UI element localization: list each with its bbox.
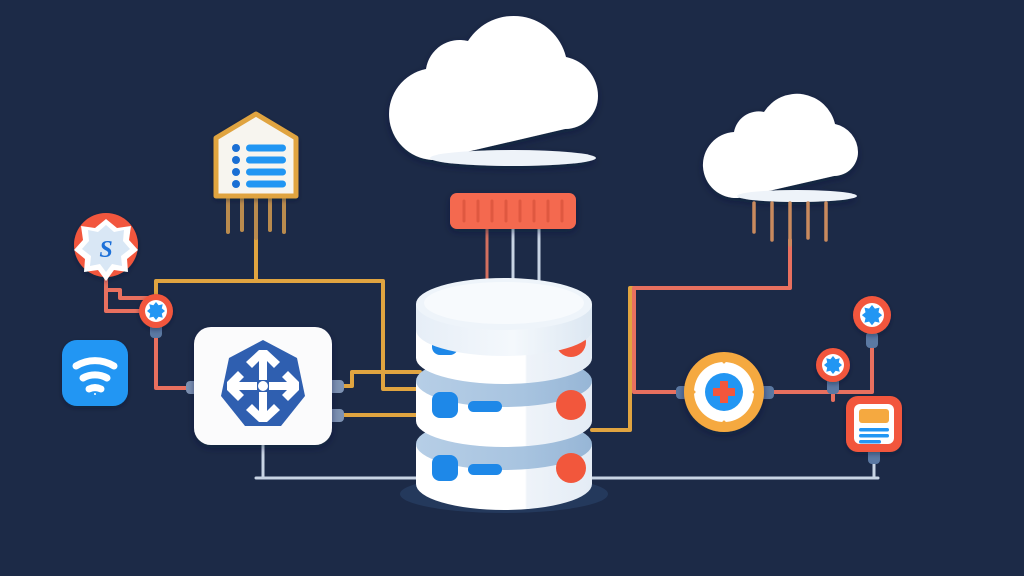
kubernetes-helm-icon[interactable] [194,327,332,445]
connector-gear-c-to-config [154,219,258,296]
gear-node-icon-b[interactable] [853,296,891,334]
wifi-icon[interactable] [62,340,128,406]
gear-node-icon-a[interactable] [816,348,850,382]
connector-config-to-database [254,279,418,391]
rack-slots-icon[interactable] [450,193,576,229]
config-panel-rows [232,144,286,188]
shield-star-s-icon[interactable]: S [74,213,138,281]
target-plus-icon[interactable] [684,352,764,432]
list-panel-icon[interactable] [213,111,299,240]
database-cap [416,278,592,356]
connector-gear-c-to-kubernetes [154,326,196,390]
connector-cloud2-to-hub [632,238,792,394]
security-badge-letter: S [99,237,112,263]
cloud-icon-primary [389,15,598,166]
document-card-icon[interactable] [846,396,902,452]
connector-badge-to-gear-c-alt [104,288,158,300]
gear-node-icon-c[interactable] [139,294,173,328]
connector-hub-to-gear-b [798,332,874,394]
config-panel-legs [226,194,286,240]
database-stack-icon[interactable] [400,278,608,513]
cloud-icon-secondary [702,93,858,247]
cloud-rain-lines [752,201,828,247]
